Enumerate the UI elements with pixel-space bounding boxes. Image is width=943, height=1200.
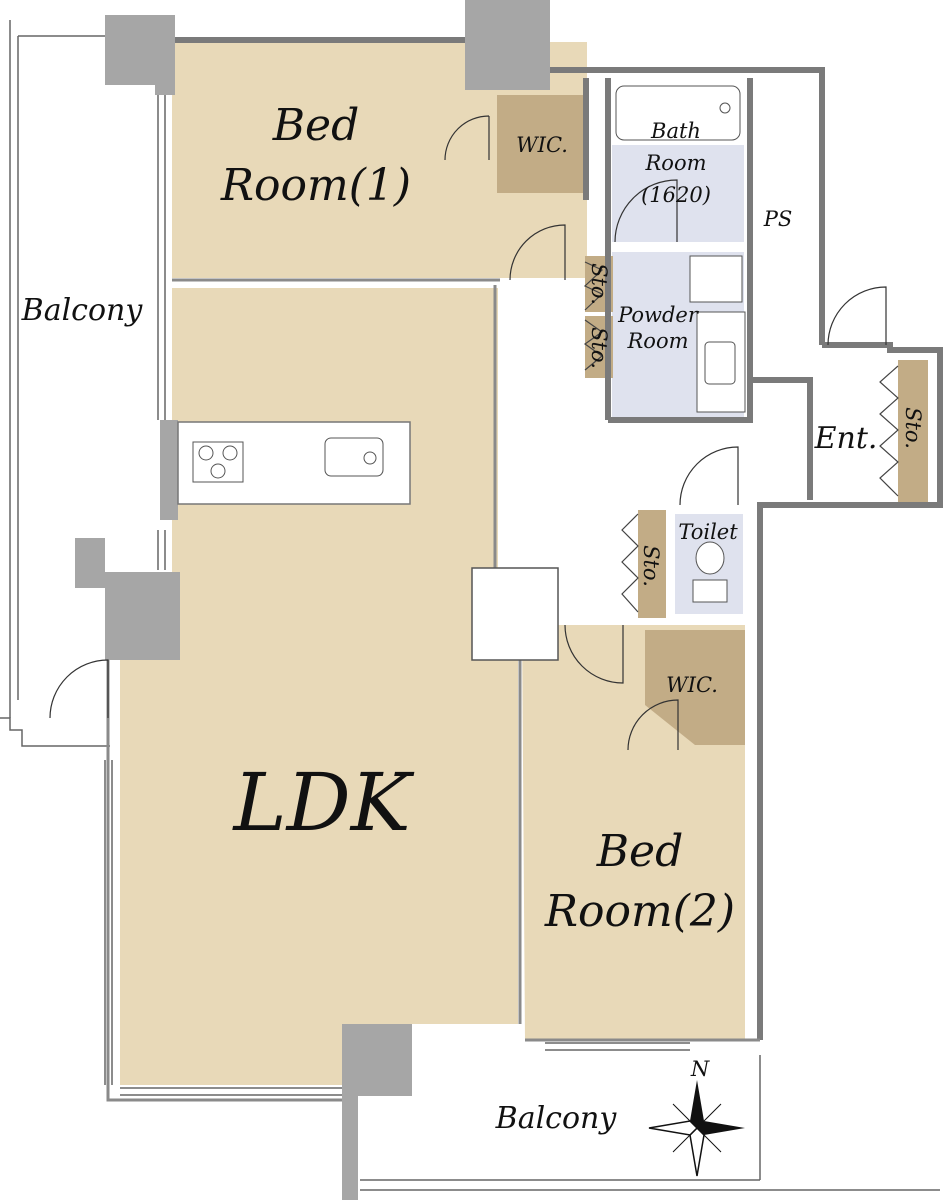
- sink-icon: [324, 437, 384, 477]
- bath-room-label-line3: (1620): [641, 183, 711, 207]
- bed-room-2-label-line2: Room(2): [544, 886, 735, 937]
- storage-d-floor: [898, 360, 928, 502]
- bath-room-label-line2: Room: [644, 151, 706, 175]
- wic-1-floor: [497, 95, 587, 193]
- kitchen-island: [177, 421, 411, 505]
- storage-c-floor: [638, 510, 666, 618]
- wic-2-label: WIC.: [666, 673, 718, 697]
- wic-1-label: WIC.: [516, 133, 568, 157]
- balcony-west-label: Balcony: [21, 293, 144, 328]
- column: [471, 567, 559, 661]
- storage-a-label: Sto.: [587, 263, 611, 305]
- bath-room-label-line1: Bath: [650, 119, 701, 143]
- bed-room-1-label-line2: Room(1): [220, 160, 411, 211]
- powder-room-label-line1: Powder: [617, 303, 700, 327]
- wic-2-floor: [645, 630, 745, 745]
- ldk-label: LDK: [231, 756, 414, 849]
- storage-d-label: Sto.: [901, 407, 925, 449]
- windows: [104, 95, 690, 1096]
- closet-doors: [583, 261, 899, 613]
- balcony-south-label: Balcony: [495, 1101, 618, 1136]
- compass-icon: [648, 1080, 745, 1177]
- balcony-south-area: [344, 1055, 940, 1200]
- ps-label: PS: [763, 207, 793, 231]
- toilet-label: Toilet: [678, 520, 738, 544]
- doors: [49, 115, 887, 751]
- storage-b-label: Sto.: [587, 327, 611, 369]
- washer-icon: [689, 255, 743, 303]
- ldk-floor: [120, 288, 518, 1085]
- bed-room-1-label-line1: Bed: [272, 100, 360, 151]
- entrance-label: Ent.: [814, 421, 878, 456]
- bed-room-2-label-line1: Bed: [596, 826, 684, 877]
- storage-c-label: Sto.: [639, 545, 663, 587]
- compass-north-label: N: [690, 1057, 710, 1081]
- walls: [75, 0, 943, 1200]
- balcony-west-area: [0, 20, 110, 747]
- toilet-fixture-icon: [692, 541, 728, 603]
- bathtub-icon: [615, 85, 741, 141]
- bath-room-floor: [612, 145, 744, 242]
- stove-icon: [192, 441, 244, 483]
- powder-room-label-line2: Room: [626, 329, 688, 353]
